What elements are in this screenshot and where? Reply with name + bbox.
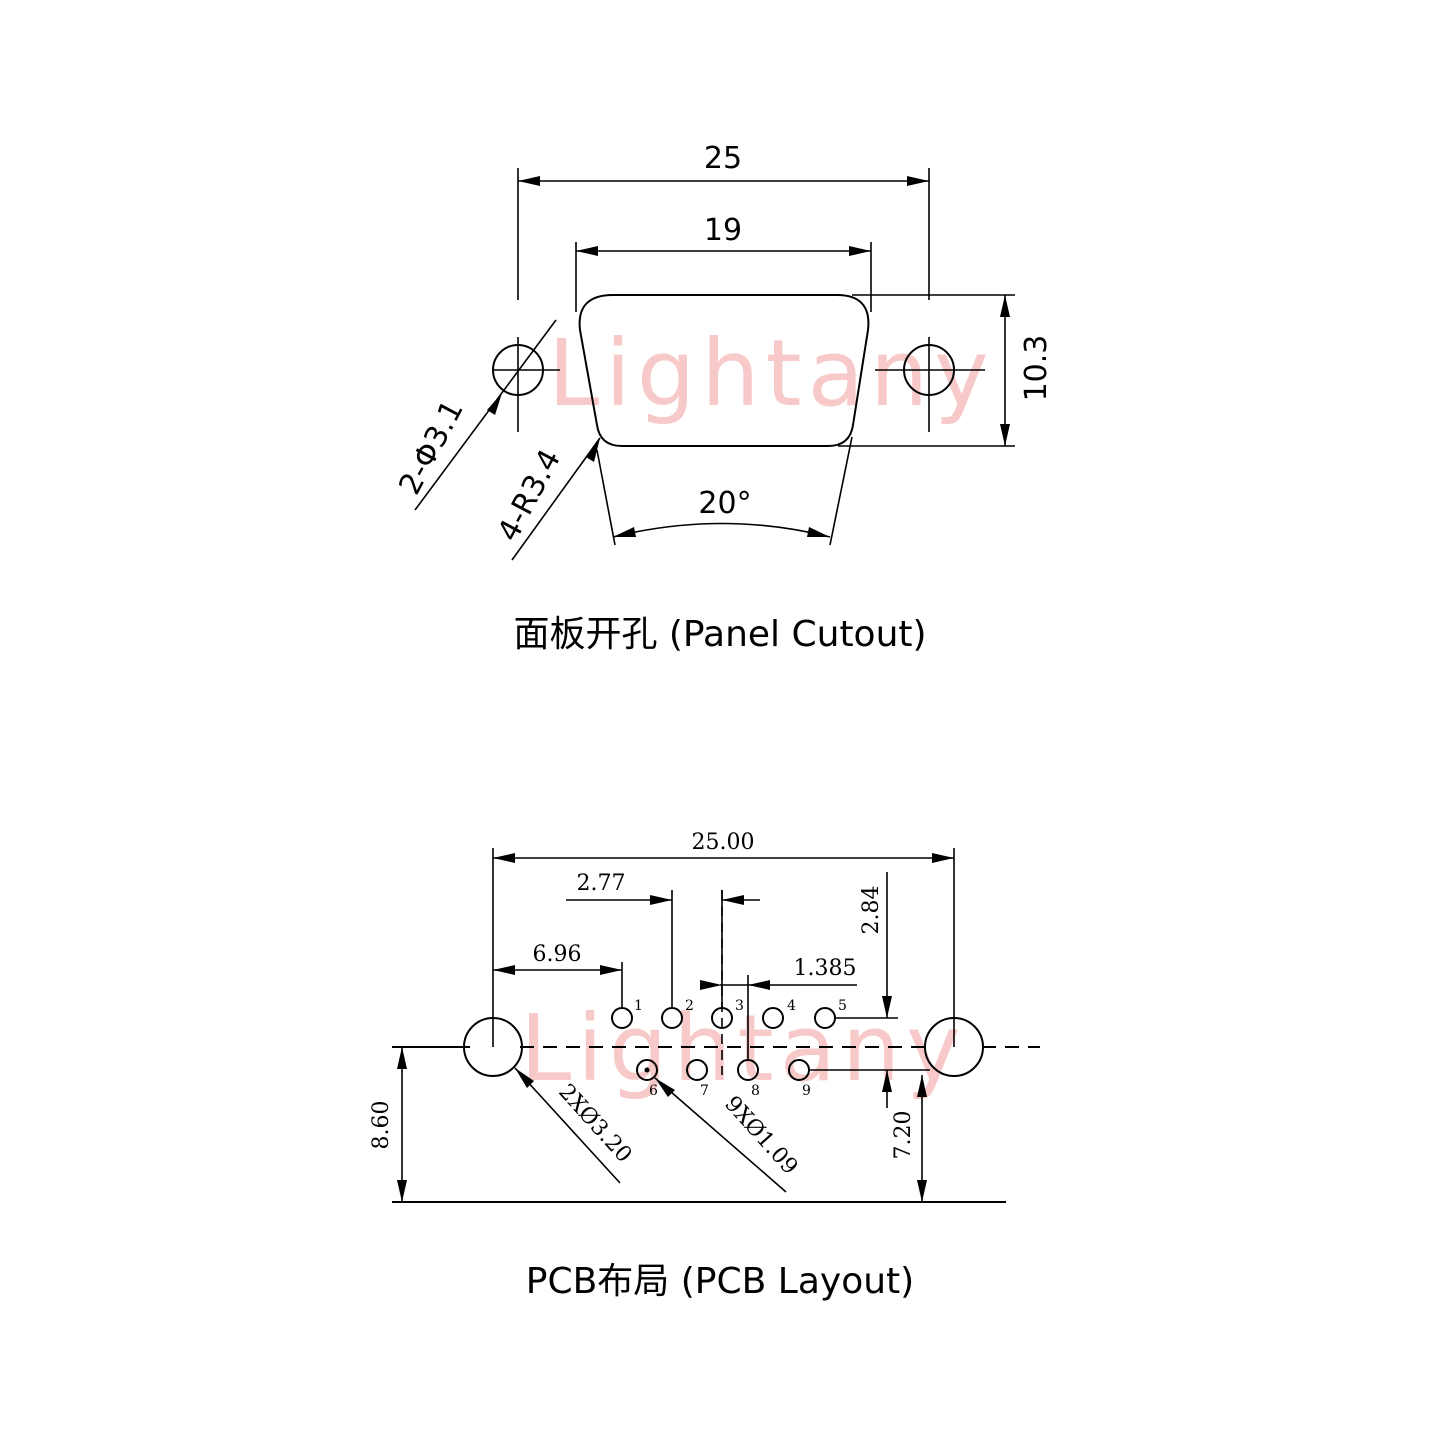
arrowhead bbox=[518, 176, 540, 186]
d-shell-outline bbox=[578, 294, 870, 447]
dim-label-half-pitch: 1.385 bbox=[794, 956, 857, 981]
arrowhead bbox=[655, 1078, 675, 1097]
arrowhead bbox=[397, 1180, 407, 1202]
dim-label-angle: 20° bbox=[698, 486, 751, 521]
arrowhead bbox=[487, 393, 502, 415]
pin-hole-4 bbox=[762, 1007, 784, 1029]
arrowhead bbox=[722, 895, 744, 905]
pin-label-2: 2 bbox=[685, 998, 694, 1014]
panel-cutout-view: 25 19 10.3 2-Φ3.1 4-R3.4 20° 面板开孔 (Panel… bbox=[392, 141, 1054, 655]
arrowhead bbox=[917, 1180, 927, 1202]
pin-label-7: 7 bbox=[700, 1083, 709, 1099]
arrowhead bbox=[650, 895, 672, 905]
arrowhead bbox=[576, 246, 598, 256]
arrowhead bbox=[397, 1047, 407, 1069]
arrowhead bbox=[907, 176, 929, 186]
arrowhead bbox=[882, 1070, 892, 1092]
pin-label-5: 5 bbox=[838, 998, 847, 1014]
dim-label-pitch: 2.77 bbox=[577, 871, 626, 896]
pin-hole-6-center bbox=[644, 1067, 650, 1073]
pin-label-8: 8 bbox=[751, 1083, 760, 1099]
arrowhead bbox=[493, 853, 515, 863]
watermark-top: Lightany bbox=[548, 320, 995, 427]
dim-label-width-shell: 19 bbox=[704, 213, 742, 248]
dim-arc-angle bbox=[612, 522, 831, 538]
leader-line-mount bbox=[514, 1067, 621, 1184]
arrowhead bbox=[586, 438, 600, 462]
arrowhead bbox=[700, 980, 722, 990]
arrowhead bbox=[932, 853, 954, 863]
dim-label-pin-hole: 9XØ1.09 bbox=[719, 1092, 802, 1180]
dim-label-height: 10.3 bbox=[1019, 335, 1054, 402]
arrowhead bbox=[1000, 424, 1010, 446]
leader-line-radius bbox=[511, 437, 601, 561]
pin-label-4: 4 bbox=[787, 998, 796, 1014]
arrowhead bbox=[917, 1075, 927, 1097]
arrowhead bbox=[515, 1068, 534, 1088]
dim-label-hole: 2-Φ3.1 bbox=[392, 395, 470, 501]
arrowhead bbox=[882, 996, 892, 1018]
dim-label-total: 25.00 bbox=[692, 830, 755, 855]
dim-label-row-spacing: 2.84 bbox=[859, 886, 884, 935]
dim-label-radius: 4-R3.4 bbox=[491, 444, 568, 547]
arrowhead bbox=[849, 246, 871, 256]
arrowhead bbox=[600, 965, 622, 975]
arrowhead bbox=[807, 527, 830, 537]
pin-hole-7 bbox=[686, 1059, 708, 1081]
dim-label-offset: 6.96 bbox=[533, 942, 582, 967]
arrowhead bbox=[493, 965, 515, 975]
arrowhead bbox=[748, 980, 770, 990]
pin-label-3: 3 bbox=[735, 998, 744, 1014]
leader-line-hole bbox=[414, 319, 557, 511]
pin-hole-6 bbox=[636, 1059, 658, 1081]
dim-label-edge-left: 8.60 bbox=[369, 1101, 394, 1150]
pcb-caption: PCB布局 (PCB Layout) bbox=[526, 1261, 914, 1302]
ext-line bbox=[829, 436, 853, 546]
leader-line-pin bbox=[654, 1077, 787, 1193]
arrowhead bbox=[613, 527, 636, 537]
dim-label-width-total: 25 bbox=[704, 141, 742, 176]
pin-label-9: 9 bbox=[802, 1083, 811, 1099]
ext-line bbox=[596, 449, 616, 546]
pin-label-1: 1 bbox=[634, 998, 643, 1014]
panel-caption: 面板开孔 (Panel Cutout) bbox=[513, 614, 926, 655]
pin-label-6: 6 bbox=[649, 1083, 658, 1099]
dim-label-edge-right: 7.20 bbox=[891, 1111, 916, 1160]
arrowhead bbox=[1000, 295, 1010, 317]
